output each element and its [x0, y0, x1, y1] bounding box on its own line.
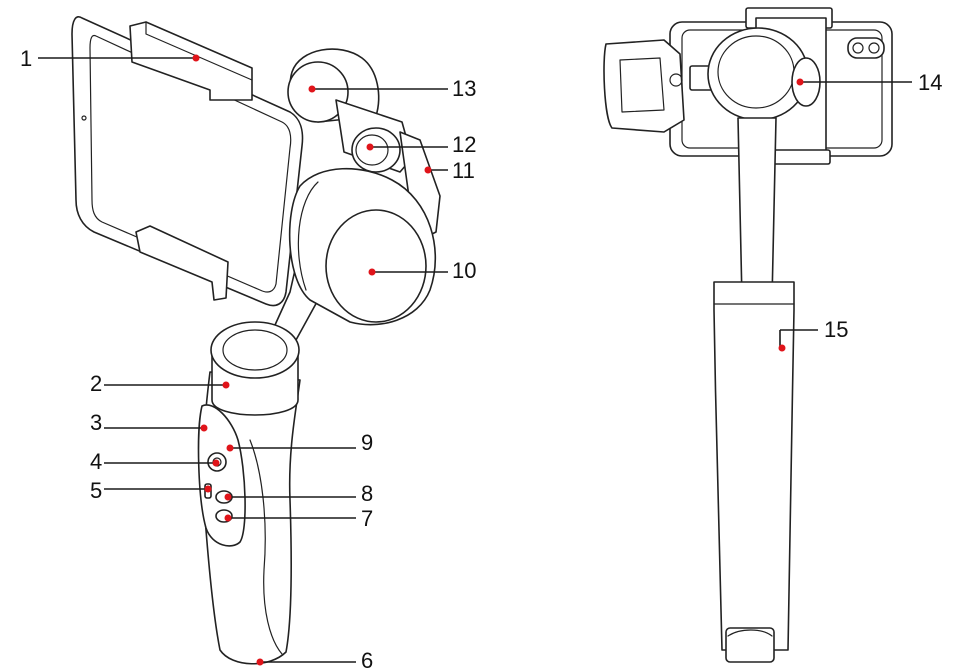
back-clamp-bottom [769, 149, 831, 165]
callout-number-9: 9 [361, 430, 373, 455]
leader-dot-12 [366, 143, 374, 151]
callout-14: 14 [796, 70, 942, 95]
callout-number-15: 15 [824, 317, 848, 342]
pan-motor-edge [297, 181, 319, 291]
roll-motor-face [287, 61, 349, 123]
callout-11: 11 [424, 158, 475, 183]
callout-number-3: 3 [90, 410, 102, 435]
callout-number-4: 4 [90, 449, 102, 474]
callout-5: 5 [90, 478, 212, 503]
handle-contour [249, 439, 283, 655]
leader-dot-10 [368, 268, 376, 276]
phone-clamp-top [129, 21, 253, 101]
callout-13: 13 [308, 76, 476, 101]
leader-dot-11 [424, 166, 432, 174]
leader-dot-4 [212, 459, 220, 467]
callout-3: 3 [90, 410, 208, 435]
callout-number-10: 10 [452, 258, 476, 283]
callout-4: 4 [90, 449, 220, 474]
back-roll-screw [669, 73, 683, 87]
tilt-motor-small [351, 127, 401, 173]
callout-number-12: 12 [452, 132, 476, 157]
callout-number-14: 14 [918, 70, 942, 95]
phone-sensor [81, 115, 87, 121]
leader-dot-9 [226, 444, 234, 452]
back-base-curve [727, 629, 773, 637]
phone-clamp-bottom [135, 225, 229, 301]
callout-1: 1 [20, 46, 200, 71]
tilt-motor-small-inner [355, 134, 389, 166]
leader-dot-8 [224, 493, 232, 501]
callout-number-8: 8 [361, 481, 373, 506]
callout-number-13: 13 [452, 76, 476, 101]
camera-lens-2 [868, 42, 880, 54]
callout-number-7: 7 [361, 506, 373, 531]
callout-6: 6 [256, 648, 373, 671]
pan-motor-face [325, 209, 427, 323]
leader-dot-3 [200, 424, 208, 432]
leader-dot-2 [222, 381, 230, 389]
leader-dot-14 [796, 78, 804, 86]
camera-lens-1 [852, 42, 864, 54]
callout-9: 9 [226, 430, 373, 455]
callout-number-11: 11 [452, 158, 475, 183]
callout-15: 15 [778, 317, 848, 352]
collar-inner [222, 329, 288, 371]
back-view-gimbal [603, 7, 893, 663]
control-panel [197, 404, 246, 547]
leader-dot-5 [204, 485, 212, 493]
leader-dot-7 [224, 514, 232, 522]
callout-number-6: 6 [361, 648, 373, 671]
back-vertical-arm [737, 117, 777, 301]
front-view-gimbal [71, 16, 441, 665]
back-handle-base [725, 627, 775, 663]
back-handle [713, 281, 795, 651]
callout-number-1: 1 [20, 46, 32, 71]
clamp-top-edge [145, 21, 253, 81]
callout-2: 2 [90, 371, 230, 396]
callout-7: 7 [224, 506, 373, 531]
back-roll-detail [619, 57, 665, 113]
callout-8: 8 [224, 481, 373, 506]
leader-dot-1 [192, 54, 200, 62]
callout-12: 12 [366, 132, 476, 157]
callout-number-5: 5 [90, 478, 102, 503]
callout-10: 10 [368, 258, 476, 283]
leader-dot-15 [778, 344, 786, 352]
leader-dot-13 [308, 85, 316, 93]
phone-screen [89, 34, 292, 293]
back-roll-motor [603, 39, 685, 133]
leader-dot-6 [256, 658, 264, 666]
callout-number-2: 2 [90, 371, 102, 396]
